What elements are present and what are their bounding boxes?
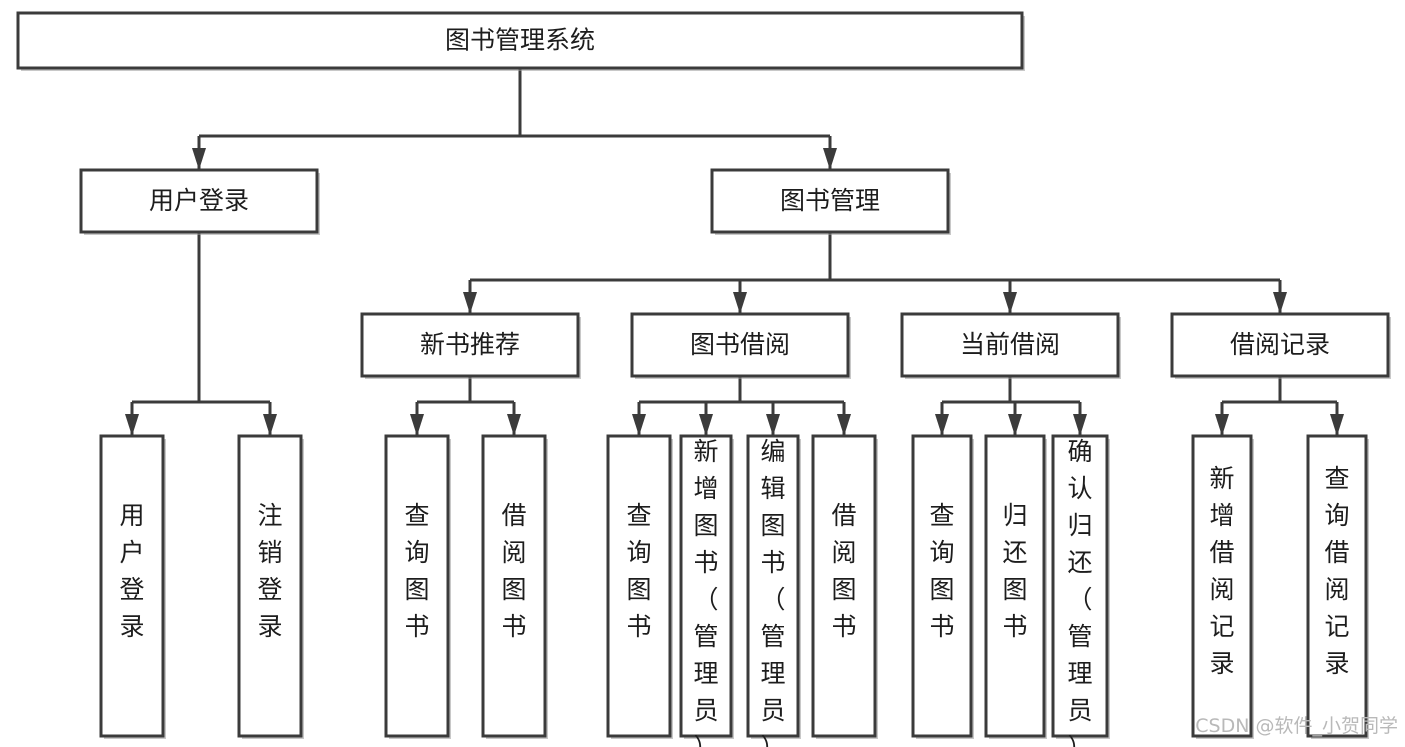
node-leaf-user-logout[interactable]: 注销登录 (237, 434, 304, 739)
arrow-head-icon (823, 148, 837, 170)
node-box[interactable] (630, 312, 850, 378)
arrow-head-icon (192, 148, 206, 170)
edge-newbook-to-leaves (410, 376, 521, 436)
node-label: 归还图书 (1002, 501, 1027, 641)
node-box[interactable] (900, 312, 1120, 378)
node-leaf-query-book-rec[interactable]: 查询图书 (384, 434, 451, 739)
arrow-head-icon (125, 414, 139, 436)
node-borrow-record[interactable]: 借阅记录 (1170, 312, 1391, 379)
node-leaf-query-book-current[interactable]: 查询图书 (911, 434, 974, 739)
node-label: 注销登录 (257, 501, 282, 641)
node-label: 查询图书 (626, 501, 651, 641)
node-layer: 图书管理系统用户登录图书管理新书推荐图书借阅当前借阅借阅记录用户登录注销登录查询… (16, 11, 1391, 747)
node-label: 新增图书（管理员） (693, 437, 718, 747)
arrow-head-icon (733, 292, 747, 314)
node-label: 查询图书 (404, 501, 429, 641)
arrow-head-icon (1273, 292, 1287, 314)
edge-root-to-l1 (192, 68, 837, 170)
arrow-head-icon (507, 414, 521, 436)
node-new-book-recommend[interactable]: 新书推荐 (360, 312, 581, 379)
connector-layer (125, 68, 1344, 436)
node-current-borrow[interactable]: 当前借阅 (900, 312, 1121, 379)
node-box[interactable] (1306, 434, 1368, 738)
node-leaf-query-book-borrow[interactable]: 查询图书 (606, 434, 673, 739)
arrow-head-icon (1330, 414, 1344, 436)
arrow-head-icon (935, 414, 949, 436)
node-label: 借阅图书 (831, 501, 856, 641)
arrow-head-icon (1073, 414, 1087, 436)
arrow-head-icon (837, 414, 851, 436)
node-box[interactable] (911, 434, 973, 738)
node-label: 借阅图书 (501, 501, 526, 641)
node-box[interactable] (1051, 434, 1109, 738)
node-box[interactable] (1191, 434, 1253, 738)
edge-bookmgmt-to-l2 (463, 232, 1287, 314)
arrow-head-icon (263, 414, 277, 436)
node-box[interactable] (984, 434, 1046, 738)
csdn-watermark: CSDN @软件_小贺同学 (1195, 715, 1398, 737)
node-label: 借阅记录 (1230, 330, 1330, 359)
node-box[interactable] (384, 434, 450, 738)
node-label: 图书管理系统 (445, 26, 595, 55)
node-box[interactable] (99, 434, 165, 738)
node-root-图书管理系统[interactable]: 图书管理系统 (16, 11, 1025, 71)
edge-bookborrow-to-leaves (632, 376, 851, 436)
arrow-head-icon (632, 414, 646, 436)
node-label: 查询借阅记录 (1324, 464, 1349, 678)
node-box[interactable] (710, 168, 950, 234)
node-leaf-add-borrow-record[interactable]: 新增借阅记录 (1191, 434, 1254, 739)
node-box[interactable] (811, 434, 877, 738)
arrow-head-icon (1008, 414, 1022, 436)
node-leaf-confirm-return[interactable]: 确认归还（管理员） (1051, 434, 1110, 747)
node-label: 编辑图书（管理员） (760, 437, 785, 747)
node-box[interactable] (679, 434, 733, 738)
arrow-head-icon (410, 414, 424, 436)
edge-currentborrow-to-leaves (935, 376, 1087, 436)
node-label: 图书管理 (780, 186, 880, 215)
node-label: 当前借阅 (960, 330, 1060, 359)
node-leaf-borrow-book[interactable]: 借阅图书 (811, 434, 878, 739)
node-label: 用户登录 (149, 186, 249, 215)
node-box[interactable] (606, 434, 672, 738)
node-label: 图书借阅 (690, 330, 790, 359)
arrow-head-icon (1215, 414, 1229, 436)
node-box[interactable] (360, 312, 580, 378)
edge-borrowrecord-to-leaves (1215, 376, 1344, 436)
node-label: 用户登录 (119, 501, 144, 641)
arrow-head-icon (699, 414, 713, 436)
node-box[interactable] (746, 434, 800, 738)
node-label: 查询图书 (929, 501, 954, 641)
node-user-login[interactable]: 用户登录 (79, 168, 320, 235)
node-leaf-edit-book[interactable]: 编辑图书（管理员） (746, 434, 801, 747)
node-book-borrow[interactable]: 图书借阅 (630, 312, 851, 379)
node-leaf-borrow-book-rec[interactable]: 借阅图书 (481, 434, 548, 739)
node-label: 新增借阅记录 (1209, 464, 1234, 678)
edge-userlogin-to-leaves (125, 232, 277, 436)
node-book-management[interactable]: 图书管理 (710, 168, 951, 235)
node-box[interactable] (79, 168, 319, 234)
node-leaf-add-book[interactable]: 新增图书（管理员） (679, 434, 734, 747)
node-leaf-return-book[interactable]: 归还图书 (984, 434, 1047, 739)
arrow-head-icon (1003, 292, 1017, 314)
node-box[interactable] (1170, 312, 1390, 378)
arrow-head-icon (766, 414, 780, 436)
node-label: 确认归还（管理员） (1067, 437, 1092, 747)
arrow-head-icon (463, 292, 477, 314)
node-box[interactable] (16, 11, 1024, 70)
node-box[interactable] (481, 434, 547, 738)
node-label: 新书推荐 (420, 330, 520, 359)
node-box[interactable] (237, 434, 303, 738)
node-leaf-user-login[interactable]: 用户登录 (99, 434, 166, 739)
node-leaf-query-borrow-record[interactable]: 查询借阅记录 (1306, 434, 1369, 739)
